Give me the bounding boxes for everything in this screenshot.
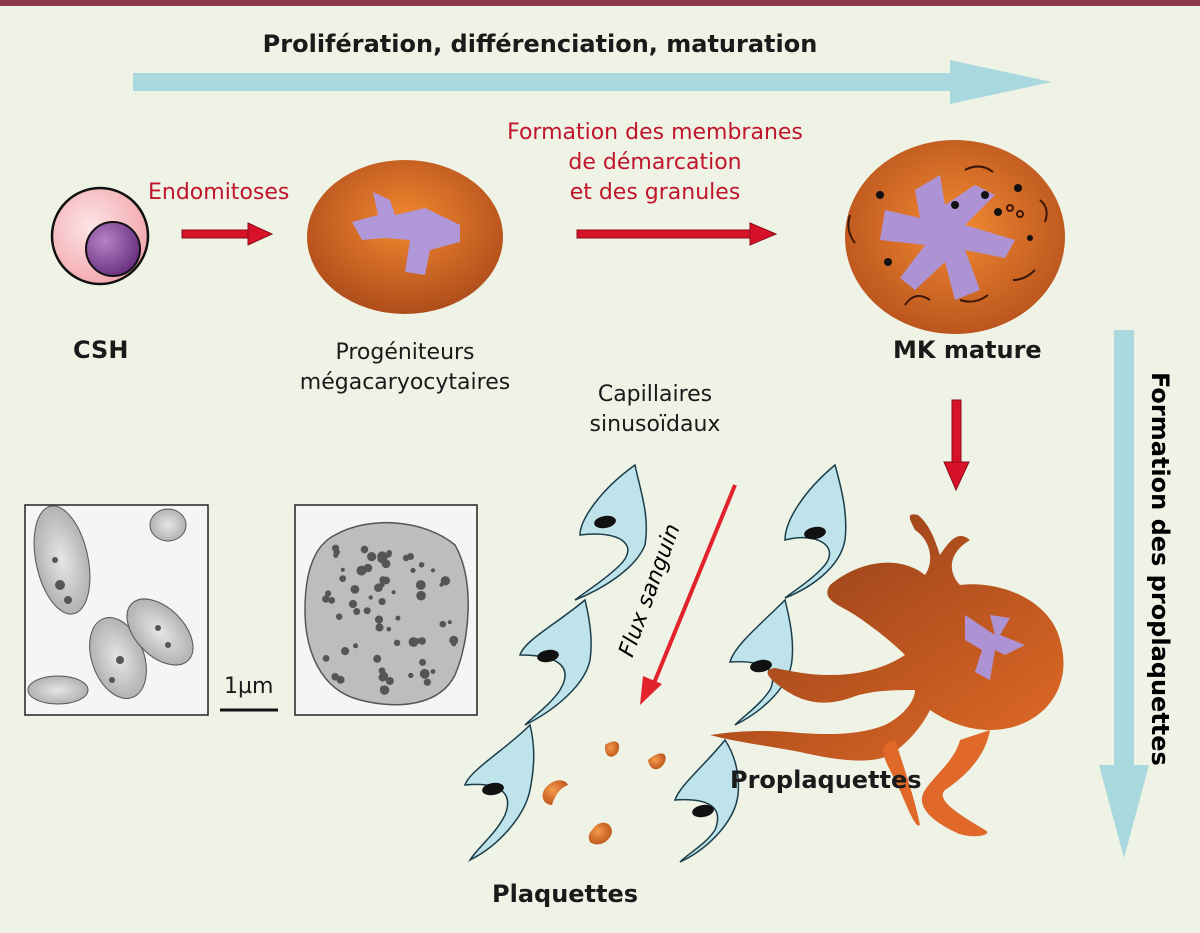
- title-top: Prolifération, différenciation, maturati…: [262, 30, 818, 58]
- granule: [339, 575, 347, 582]
- granule: [367, 552, 377, 562]
- granule: [393, 639, 401, 646]
- label-membranes-line3: et des granules: [569, 180, 741, 205]
- granule: [375, 623, 384, 632]
- red-arrow-maturation: [576, 222, 778, 246]
- granule: [353, 608, 361, 615]
- granule: [386, 626, 392, 632]
- granule: [348, 599, 358, 609]
- granule: [415, 580, 426, 590]
- blood-flow-arrow: [640, 484, 737, 705]
- granule: [391, 590, 396, 595]
- granule: [423, 678, 431, 686]
- mk-mature-cell: [845, 140, 1065, 334]
- granule: [363, 563, 373, 573]
- granule: [419, 658, 427, 666]
- proplatelet-nucleus: [965, 615, 1025, 680]
- red-arrow-down: [943, 399, 970, 492]
- granule: [328, 597, 336, 604]
- label-plaquettes: Plaquettes: [492, 880, 639, 908]
- title-right: Formation des proplaquettes: [1146, 372, 1174, 766]
- granule: [368, 595, 373, 600]
- granule: [363, 607, 371, 615]
- granule: [378, 598, 386, 606]
- proplatelet-mk: [710, 514, 1064, 837]
- platelets: [542, 741, 666, 845]
- label-progeniteurs-line1: Progéniteurs: [335, 340, 475, 365]
- progenitor-cell: [307, 160, 503, 314]
- granule: [373, 654, 382, 663]
- granule: [439, 620, 447, 628]
- label-progeniteurs: Progéniteurs mégacaryocytaires: [270, 338, 540, 398]
- granule: [408, 672, 414, 679]
- granule: [333, 552, 339, 558]
- granule: [325, 590, 332, 597]
- granule: [418, 562, 425, 568]
- granule: [360, 545, 369, 554]
- granule: [410, 567, 416, 573]
- granule: [377, 551, 388, 562]
- granule: [430, 568, 436, 573]
- granule: [395, 615, 401, 621]
- label-mk-mature: MK mature: [893, 336, 1042, 364]
- label-membranes-line2: de démarcation: [568, 150, 742, 175]
- label-capillaires-line2: sinusoïdaux: [589, 412, 721, 437]
- top-border: [0, 0, 1200, 6]
- granule: [340, 567, 345, 572]
- endothelium-left: [463, 463, 648, 862]
- granule: [379, 581, 385, 588]
- csh-cell: [50, 186, 150, 286]
- granule: [381, 559, 391, 569]
- granule: [415, 638, 422, 644]
- granule: [350, 585, 360, 594]
- granule: [374, 615, 384, 624]
- label-membranes: Formation des membranes de démarcation e…: [490, 118, 820, 208]
- granule: [385, 677, 394, 685]
- label-csh: CSH: [73, 336, 129, 364]
- label-scale: 1µm: [224, 674, 274, 699]
- granule: [336, 613, 343, 620]
- granule: [451, 641, 457, 647]
- granule: [416, 590, 426, 601]
- granule: [402, 554, 410, 562]
- mk-nucleus: [880, 175, 1015, 300]
- granule: [440, 576, 451, 586]
- right-progress-arrow: [1099, 330, 1149, 858]
- granule: [378, 673, 387, 682]
- red-arrow-endomitoses: [181, 222, 274, 246]
- label-membranes-line1: Formation des membranes: [507, 120, 803, 145]
- granule: [332, 544, 340, 552]
- granule: [322, 595, 330, 603]
- granule: [439, 582, 444, 587]
- granule: [341, 647, 350, 656]
- granule: [430, 669, 436, 674]
- label-endomitoses: Endomitoses: [148, 180, 290, 205]
- micrograph-mk: [294, 504, 478, 716]
- granule: [353, 643, 359, 649]
- label-capillaires-line1: Capillaires: [597, 382, 713, 407]
- granule: [382, 576, 391, 585]
- granule: [336, 675, 345, 684]
- granule: [419, 668, 430, 679]
- endothelium-left-nuclei: [482, 515, 616, 796]
- granule: [379, 685, 390, 695]
- label-progeniteurs-line2: mégacaryocytaires: [299, 370, 511, 395]
- top-progress-arrow: [133, 60, 1052, 104]
- granule: [322, 655, 330, 662]
- micrograph-platelets: [24, 504, 209, 716]
- progenitor-nucleus: [352, 192, 460, 275]
- label-capillaires: Capillaires sinusoïdaux: [560, 380, 750, 440]
- label-proplaquettes: Proplaquettes: [730, 766, 922, 794]
- endothelium-right-nuclei: [692, 526, 826, 818]
- granule: [447, 620, 452, 625]
